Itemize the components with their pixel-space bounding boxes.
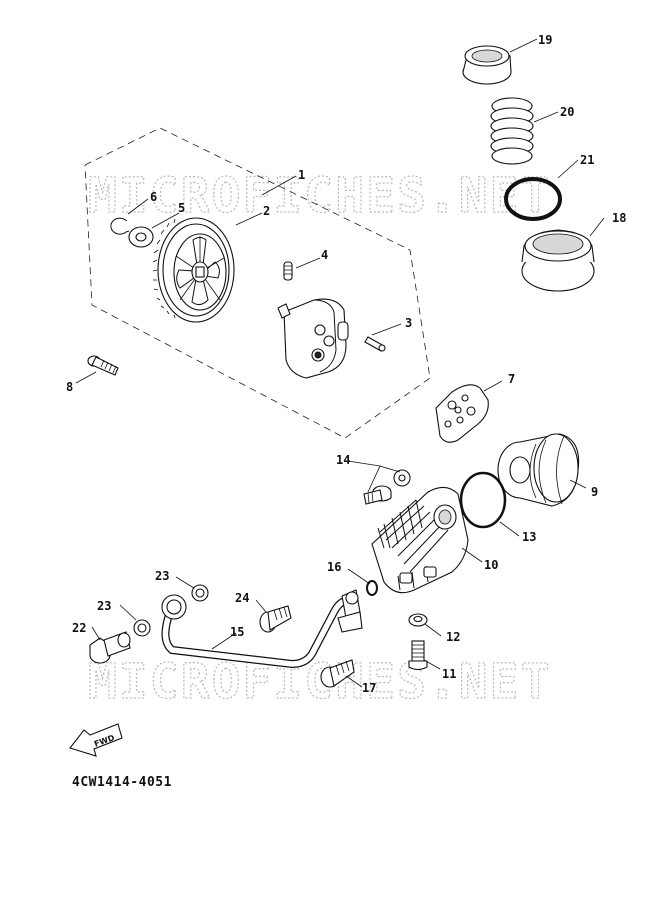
callout-23a: 23	[97, 599, 111, 613]
callout-1: 1	[298, 168, 305, 182]
washer-23-upper[interactable]	[191, 584, 209, 602]
oil-pipe-15[interactable]	[161, 589, 363, 669]
washer-12[interactable]	[408, 613, 428, 627]
oil-cooler-10[interactable]	[371, 486, 469, 594]
callout-9: 9	[591, 485, 598, 499]
callout-labels: 1 2 3 4 5 6 7 8 9 10 11 12 13 14 15 16 1…	[66, 33, 626, 695]
callout-3: 3	[405, 316, 412, 330]
callout-10: 10	[484, 558, 498, 572]
callout-2: 2	[263, 204, 270, 218]
callout-12: 12	[446, 630, 460, 644]
callout-23b: 23	[155, 569, 169, 583]
bolt-14[interactable]	[363, 485, 392, 505]
callout-19: 19	[538, 33, 552, 47]
callout-4: 4	[321, 248, 328, 262]
callout-6: 6	[150, 190, 157, 204]
bolt-17[interactable]	[320, 659, 355, 688]
callout-13: 13	[522, 530, 536, 544]
bolt-11[interactable]	[408, 640, 428, 671]
fwd-arrow-icon: FWD	[69, 723, 123, 757]
catalog-code: 4CW1414-4051	[72, 775, 172, 790]
callout-21: 21	[580, 153, 594, 167]
washer-14[interactable]	[393, 469, 411, 487]
watermark-bottom: MICROFICHES.NET	[88, 654, 551, 710]
callout-7: 7	[508, 372, 515, 386]
dowel-pin-4[interactable]	[283, 261, 293, 281]
oil-filter-element-9[interactable]	[497, 433, 580, 507]
callout-14: 14	[336, 453, 350, 467]
o-ring-21[interactable]	[504, 177, 562, 221]
circlip-6[interactable]	[110, 217, 130, 235]
callout-11: 11	[442, 667, 456, 681]
callout-20: 20	[560, 105, 574, 119]
callout-8: 8	[66, 380, 73, 394]
oil-pump-assembly-outline	[84, 127, 431, 439]
plug-18[interactable]	[521, 229, 595, 292]
callout-16: 16	[327, 560, 341, 574]
callout-15: 15	[230, 625, 244, 639]
oil-pump-body[interactable]	[277, 298, 349, 379]
gasket-7[interactable]	[435, 384, 489, 443]
union-bolt-22[interactable]	[89, 631, 131, 664]
bolt-24[interactable]	[259, 605, 292, 633]
spring-20[interactable]	[490, 97, 534, 165]
washer-23-lower[interactable]	[133, 619, 151, 637]
callout-22: 22	[72, 621, 86, 635]
o-ring-16[interactable]	[366, 580, 378, 596]
washer-5[interactable]	[128, 226, 154, 248]
callout-17: 17	[362, 681, 376, 695]
watermark-top: MICROFICHES.NET	[88, 168, 551, 224]
o-ring-13[interactable]	[459, 471, 507, 529]
oil-pump-gear[interactable]	[152, 217, 235, 323]
callout-24: 24	[235, 591, 249, 605]
leader-lines	[75, 38, 605, 688]
bolt-8[interactable]	[87, 355, 119, 376]
pin-3[interactable]	[364, 336, 386, 352]
cap-19[interactable]	[462, 45, 512, 85]
callout-18: 18	[612, 211, 626, 225]
callout-5: 5	[178, 201, 185, 215]
